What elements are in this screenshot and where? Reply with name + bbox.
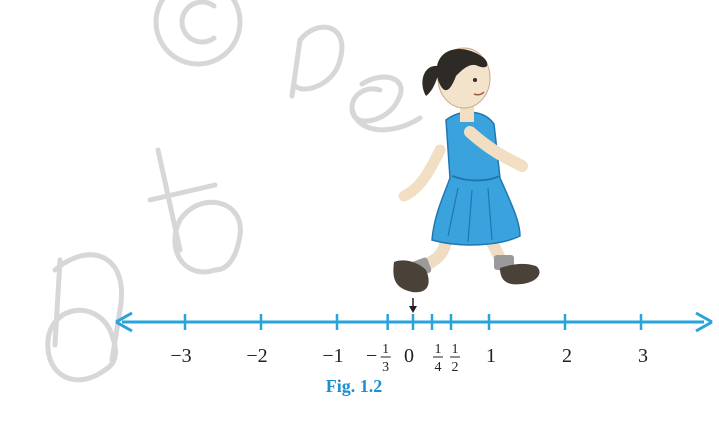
fraction-sign: − [366, 345, 377, 367]
fraction-numerator: 1 [452, 342, 459, 357]
tick-label: −2 [246, 345, 267, 367]
walking-girl-illustration [393, 47, 540, 293]
tick-label: 0 [404, 345, 414, 367]
zero-marker-arrow [409, 298, 417, 313]
fraction-numerator: 1 [435, 342, 442, 357]
tick-label: 1 [486, 345, 496, 367]
fraction-numerator: 1 [382, 342, 389, 357]
left-arrowhead [115, 311, 133, 333]
fraction-denominator: 3 [382, 360, 389, 375]
tick-label: 2 [562, 345, 572, 367]
right-arrowhead [695, 311, 713, 333]
fraction-denominator: 2 [452, 360, 459, 375]
watermark [45, 0, 423, 383]
number-line-ticks [183, 314, 643, 330]
fraction-label: 12 [450, 342, 460, 375]
tick-label: 3 [638, 345, 648, 367]
fraction-denominator: 4 [435, 360, 442, 375]
fraction-label: 14 [433, 342, 443, 375]
tick-label: −1 [322, 345, 343, 367]
tick-label: −3 [170, 345, 191, 367]
fraction-label: −1 3 [366, 342, 391, 375]
figure-caption: Fig. 1.2 [326, 376, 383, 396]
